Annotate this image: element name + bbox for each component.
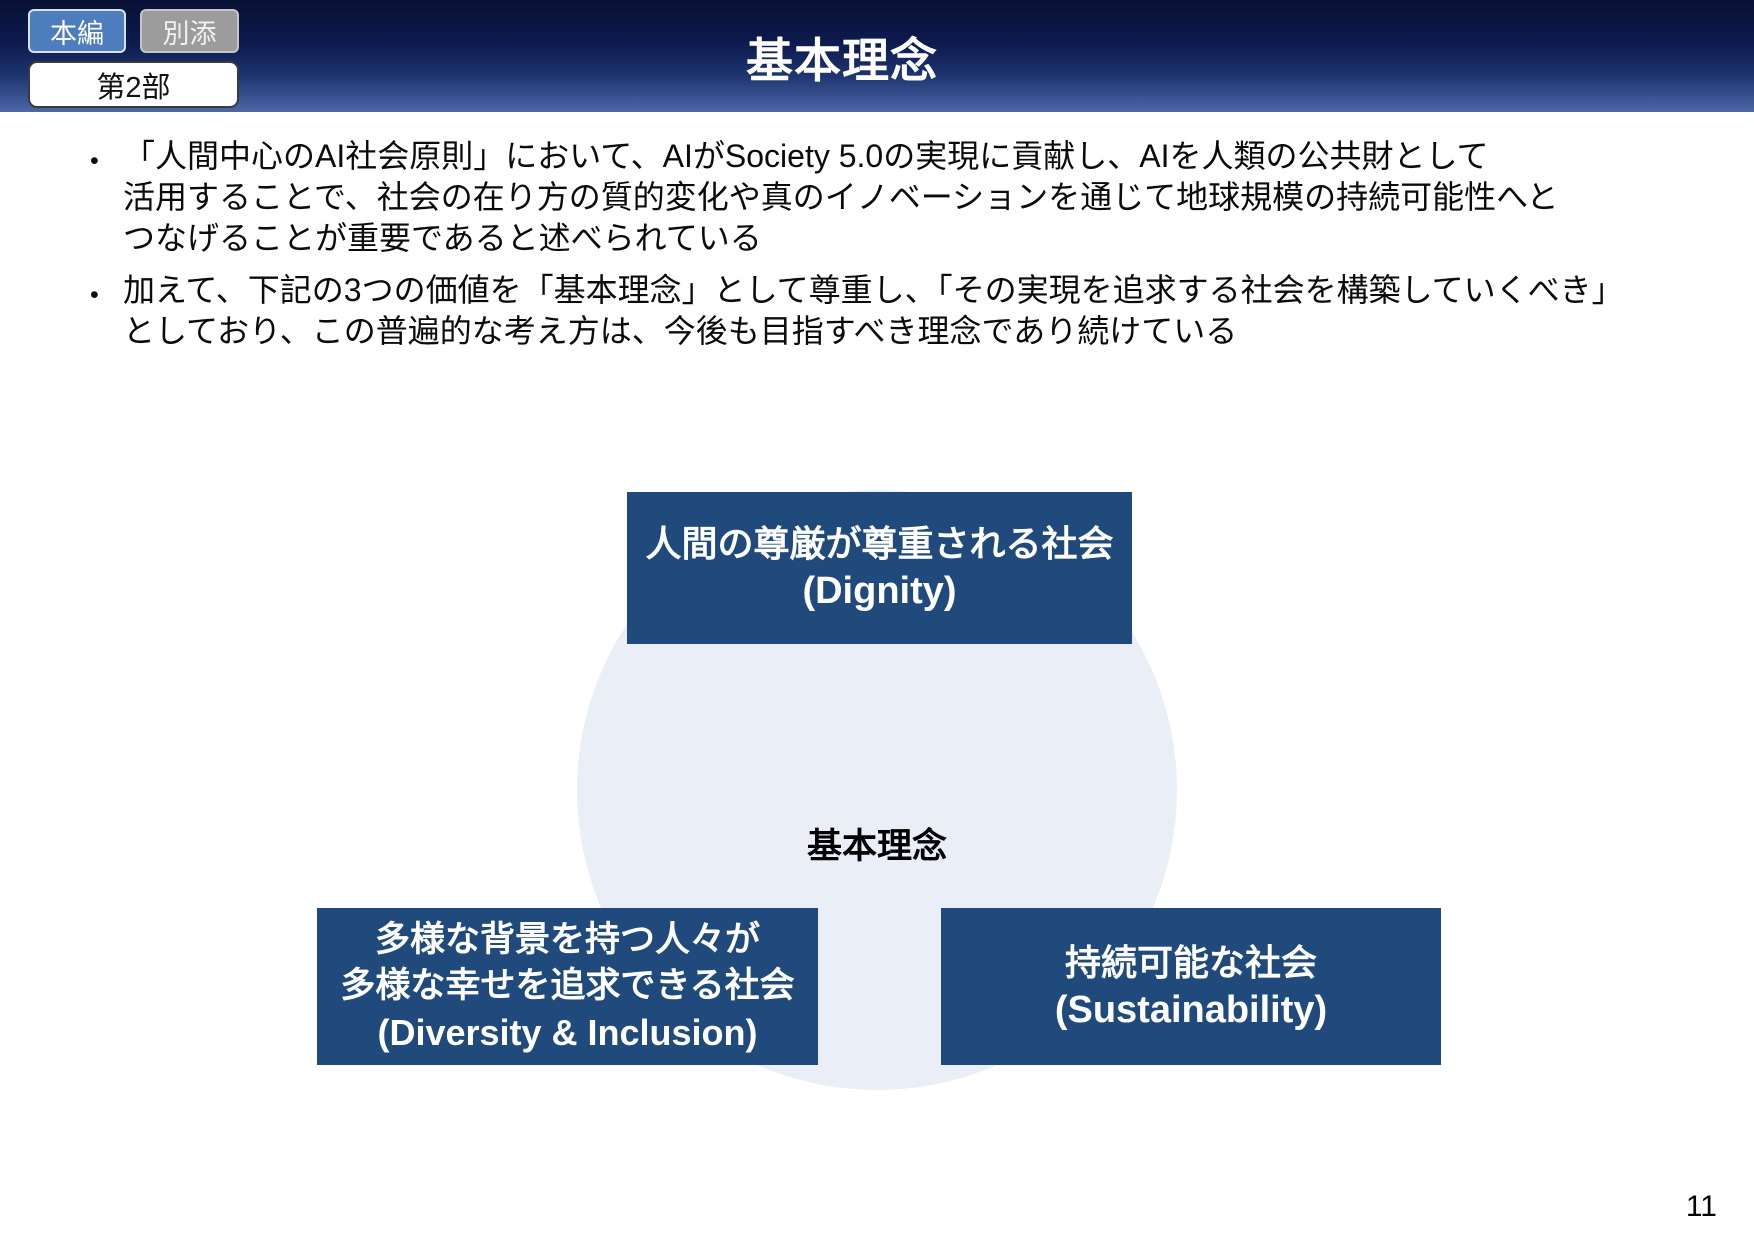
diversity-box-jp-label-1: 多様な背景を持つ人々が: [374, 920, 760, 959]
bullet-dot: •: [90, 147, 99, 175]
bullet-item-1: • 「人間中心のAI社会原則」において、AIがSociety 5.0の実現に貢献…: [90, 136, 1670, 259]
bullet-1-line-1: 「人間中心のAI社会原則」において、AIがSociety 5.0の実現に貢献し、…: [123, 138, 1489, 174]
part-label[interactable]: 第2部: [28, 61, 239, 108]
page-title: 基本理念: [746, 33, 938, 87]
bullet-2-line-1: 加えて、下記の3つの価値を「基本理念」として尊重し、「その実現を追求する社会を構…: [123, 272, 1624, 308]
tab-honpen[interactable]: 本編: [28, 9, 126, 53]
bullet-dot: •: [90, 281, 99, 309]
slide-header: 基本理念 本編 別添 第2部: [0, 0, 1754, 112]
bullet-1-line-2: 活用することで、社会の在り方の質的変化や真のイノベーションを通じて地球規模の持続…: [123, 179, 1559, 215]
diagram-center-label: 基本理念: [806, 827, 947, 866]
bullet-2-line-2: としており、この普遍的な考え方は、今後も目指すべき理念であり続けている: [123, 313, 1238, 349]
page-number: 11: [1685, 1190, 1717, 1223]
diversity-inclusion-box: 多様な背景を持つ人々が 多様な幸せを追求できる社会 (Diversity & I…: [317, 908, 818, 1065]
sustainability-box: 持続可能な社会 (Sustainability): [941, 908, 1441, 1065]
bullet-list: • 「人間中心のAI社会原則」において、AIがSociety 5.0の実現に貢献…: [90, 136, 1670, 363]
sustainability-box-jp-label: 持続可能な社会: [1064, 941, 1317, 983]
bullet-1-line-3: つなげることが重要であると述べられている: [123, 220, 762, 256]
dignity-box-jp-label: 人間の尊厳が尊重される社会: [645, 523, 1114, 564]
sustainability-box-en-label: (Sustainability): [1054, 988, 1328, 1031]
dignity-box-en-label: (Dignity): [802, 570, 957, 612]
diversity-box-en-label: (Diversity & Inclusion): [377, 1012, 758, 1053]
dignity-box: 人間の尊厳が尊重される社会 (Dignity): [627, 492, 1132, 644]
tab-betten[interactable]: 別添: [140, 9, 239, 53]
diversity-box-jp-label-2: 多様な幸せを追求できる社会: [340, 966, 795, 1005]
bullet-item-2: • 加えて、下記の3つの価値を「基本理念」として尊重し、「その実現を追求する社会…: [90, 270, 1670, 352]
